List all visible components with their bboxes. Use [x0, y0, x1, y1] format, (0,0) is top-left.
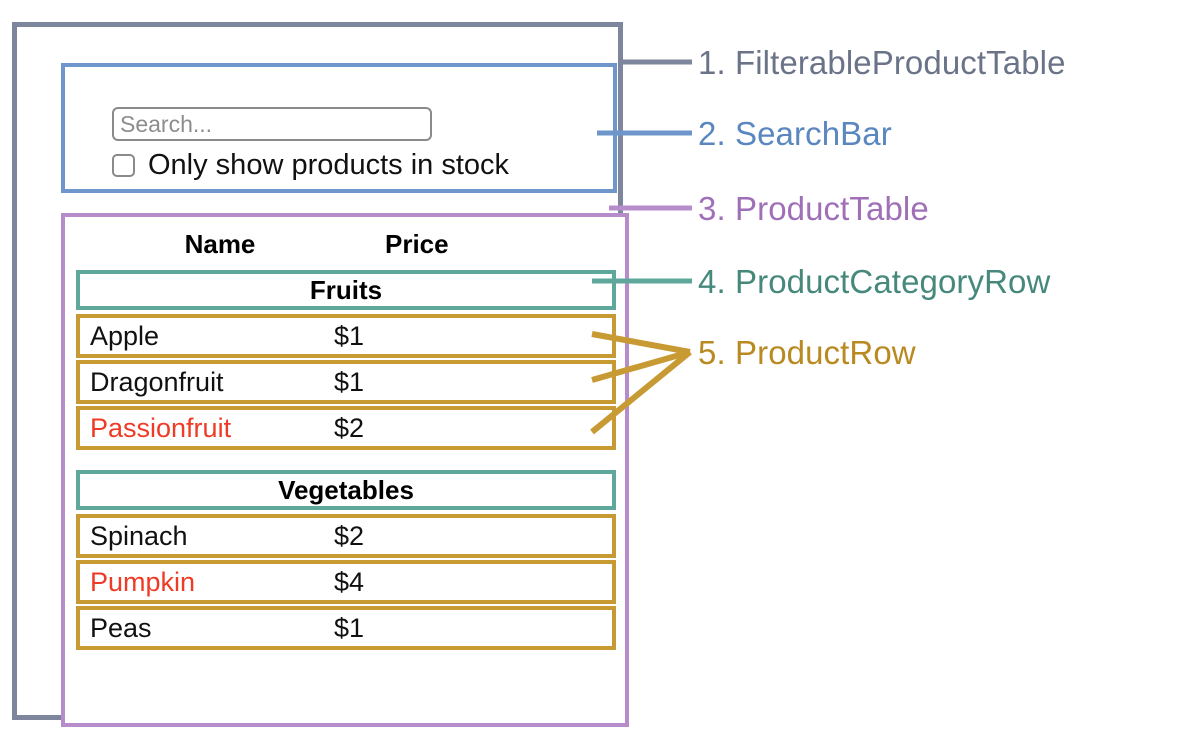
product-row: Peas $1	[76, 606, 616, 650]
product-category-label: Vegetables	[278, 474, 414, 505]
column-header-price: Price	[385, 228, 449, 259]
product-price: $1	[334, 366, 365, 397]
product-price: $2	[334, 412, 365, 443]
callout-label-product-category-row: 4. ProductCategoryRow	[698, 263, 1051, 300]
product-row: Pumpkin $4	[76, 560, 616, 604]
product-price: $2	[334, 520, 365, 551]
filterable-product-table-frame: Only show products in stock Name Price F…	[12, 22, 629, 727]
product-table-header: Name Price	[65, 223, 625, 265]
product-category-row: Fruits	[76, 270, 616, 310]
callout-label-filterable-product-table: 1. FilterableProductTable	[698, 44, 1066, 81]
callout-label-search-bar: 2. SearchBar	[698, 115, 892, 152]
product-name: Apple	[90, 320, 160, 351]
product-name: Spinach	[90, 520, 188, 551]
product-name: Peas	[90, 612, 152, 643]
product-price: $1	[334, 612, 365, 643]
only-show-in-stock-row[interactable]: Only show products in stock	[112, 151, 509, 180]
product-row: Dragonfruit $1	[76, 360, 616, 404]
search-input[interactable]	[112, 107, 432, 141]
column-header-name: Name	[184, 228, 256, 259]
product-table-frame: Name Price Fruits Apple $1 Dragonfruit $…	[61, 213, 629, 727]
product-price: $1	[334, 320, 365, 351]
product-row: Spinach $2	[76, 514, 616, 558]
only-show-in-stock-checkbox[interactable]	[112, 154, 135, 177]
only-show-in-stock-label: Only show products in stock	[148, 149, 510, 181]
callout-label-product-row: 5. ProductRow	[698, 334, 916, 371]
search-bar-frame: Only show products in stock	[61, 63, 617, 193]
product-row: Passionfruit $2	[76, 406, 616, 450]
product-category-row: Vegetables	[76, 470, 616, 510]
callout-label-product-table: 3. ProductTable	[698, 190, 929, 227]
product-category-label: Fruits	[309, 274, 383, 305]
product-row: Apple $1	[76, 314, 616, 358]
product-name: Pumpkin	[90, 566, 196, 597]
product-price: $4	[334, 566, 365, 597]
product-table-rows: Fruits Apple $1 Dragonfruit $1 Passionfr…	[76, 270, 616, 652]
group-spacer	[76, 452, 616, 470]
product-name: Passionfruit	[90, 412, 232, 443]
product-name: Dragonfruit	[90, 366, 224, 397]
